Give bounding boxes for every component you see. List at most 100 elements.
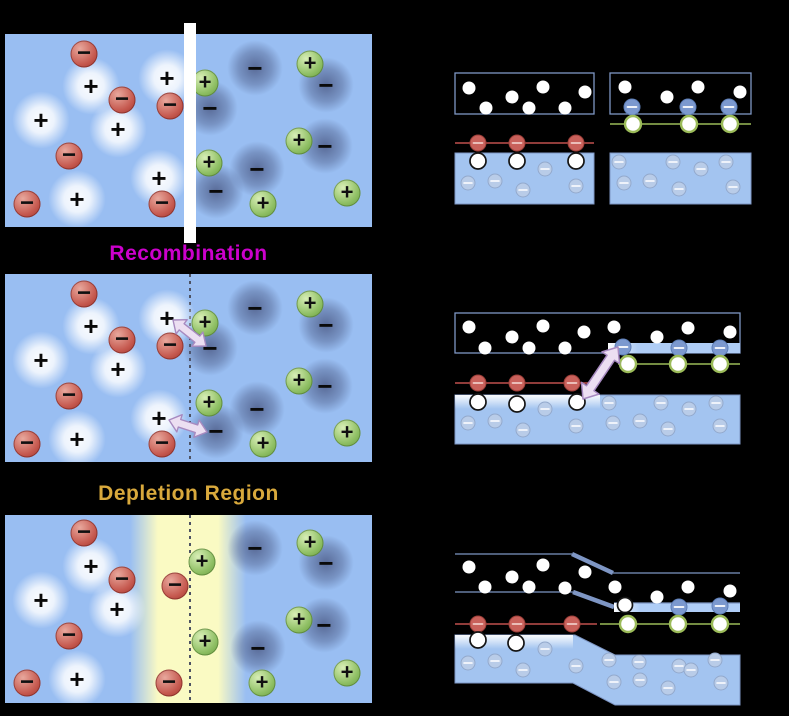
donor-ion: + bbox=[195, 389, 223, 417]
donor-ion-dot bbox=[710, 614, 730, 634]
hole-particle-glyph: + bbox=[159, 63, 175, 93]
donor-ion-glyph: + bbox=[292, 367, 306, 393]
donor-ion-glyph: + bbox=[202, 149, 216, 175]
acceptor-ion-glyph: − bbox=[154, 189, 169, 216]
conduction-electron bbox=[623, 98, 641, 116]
band-diagram-depletion bbox=[454, 551, 741, 706]
donor-ion-glyph: + bbox=[303, 290, 317, 316]
hole-particle-glyph: + bbox=[69, 184, 85, 214]
valence-electron bbox=[683, 662, 699, 678]
hole-particle-glyph: + bbox=[109, 594, 125, 624]
valence-electron bbox=[537, 401, 553, 417]
band-diagram-recombination bbox=[454, 312, 741, 445]
acceptor-ion: − bbox=[13, 669, 41, 697]
donor-ion-glyph: + bbox=[340, 659, 354, 685]
hole-particle: + bbox=[12, 571, 70, 629]
recombination-arrow bbox=[172, 319, 207, 348]
donor-ion-dot bbox=[618, 614, 638, 634]
conduction-band-dot bbox=[558, 341, 572, 355]
acceptor-ion-dot bbox=[563, 374, 581, 392]
acceptor-ion-dot bbox=[508, 374, 526, 392]
electron-particle-glyph: − bbox=[318, 70, 334, 100]
valence-electron bbox=[671, 181, 687, 197]
valence-electron bbox=[515, 662, 531, 678]
depletion-region-title: Depletion Region bbox=[98, 482, 279, 505]
conduction-band-dot bbox=[733, 85, 747, 99]
acceptor-ion: − bbox=[108, 566, 136, 594]
valence-electron bbox=[707, 652, 723, 668]
conduction-band-dot bbox=[522, 580, 536, 594]
hole-particle: + bbox=[12, 91, 70, 149]
acceptor-ion-dot bbox=[563, 615, 581, 633]
conduction-band-dot bbox=[681, 321, 695, 335]
acceptor-ion: − bbox=[70, 40, 98, 68]
acceptor-ion-glyph: − bbox=[61, 621, 76, 648]
donor-ion: + bbox=[296, 290, 324, 318]
electron-particle-glyph: − bbox=[247, 293, 263, 323]
donor-ion-dot bbox=[623, 114, 643, 134]
donor-ion: + bbox=[188, 548, 216, 576]
conduction-electron bbox=[670, 598, 688, 616]
acceptor-ion: − bbox=[13, 430, 41, 458]
conduction-band-dot bbox=[505, 90, 519, 104]
hole-dot bbox=[469, 631, 487, 649]
electron-particle-glyph: − bbox=[317, 131, 333, 161]
acceptor-ion: − bbox=[156, 332, 184, 360]
hole-dot bbox=[508, 395, 526, 413]
hole-particle: + bbox=[48, 170, 106, 227]
acceptor-ion-glyph: − bbox=[114, 85, 129, 112]
recombination-arrow bbox=[168, 413, 208, 439]
conduction-band-dot bbox=[650, 330, 664, 344]
acceptor-ion: − bbox=[55, 621, 83, 650]
valence-electron bbox=[713, 675, 729, 691]
valence-electron bbox=[460, 175, 476, 191]
hole-particle-glyph: + bbox=[110, 354, 126, 384]
acceptor-ion: − bbox=[155, 668, 183, 697]
donor-ion: + bbox=[333, 419, 361, 447]
acceptor-ion-glyph: − bbox=[76, 518, 91, 545]
valence-electron bbox=[515, 422, 531, 438]
conduction-band-dot bbox=[536, 558, 550, 572]
donor-ion-glyph: + bbox=[255, 669, 269, 695]
hole-dot bbox=[469, 393, 487, 411]
conduction-band-dot bbox=[536, 80, 550, 94]
donor-ion: + bbox=[249, 430, 277, 458]
donor-ion: + bbox=[249, 190, 277, 218]
hole-particle-glyph: + bbox=[33, 585, 49, 615]
conduction-band-dot bbox=[607, 320, 621, 334]
donor-ion: + bbox=[333, 179, 361, 207]
valence-electron bbox=[568, 658, 584, 674]
acceptor-ion-dot bbox=[469, 374, 487, 392]
valence-electron bbox=[515, 182, 531, 198]
conduction-band-dot bbox=[462, 560, 476, 574]
valence-electron bbox=[725, 179, 741, 195]
valence-electron bbox=[681, 401, 697, 417]
acceptor-ion: − bbox=[70, 518, 98, 547]
donor-ion: + bbox=[191, 309, 219, 337]
electron-particle-glyph: − bbox=[249, 394, 265, 424]
valence-electron bbox=[601, 652, 617, 668]
particle-panel-recombination: ++++++−−−−−−−−−−−−++++++ bbox=[5, 274, 372, 462]
valence-electron bbox=[632, 413, 648, 429]
valence-electron bbox=[487, 413, 503, 429]
valence-electron bbox=[568, 418, 584, 434]
hole-particle: + bbox=[48, 650, 106, 703]
hole-particle-glyph: + bbox=[33, 105, 49, 135]
donor-ion-glyph: + bbox=[256, 190, 270, 216]
cb-region bbox=[454, 312, 741, 354]
donor-ion: + bbox=[285, 606, 313, 634]
conduction-band-dot bbox=[479, 101, 493, 115]
acceptor-ion-glyph: − bbox=[161, 668, 176, 695]
hole-dot bbox=[508, 152, 526, 170]
hole-particle-glyph: + bbox=[151, 403, 167, 433]
valence-electron bbox=[460, 655, 476, 671]
electron-particle: − bbox=[227, 40, 283, 96]
acceptor-ion-dot bbox=[508, 134, 526, 152]
donor-ion: + bbox=[285, 367, 313, 395]
electron-particle-glyph: − bbox=[250, 633, 266, 663]
acceptor-ion: − bbox=[108, 326, 136, 354]
recombination-arrows-layer bbox=[168, 319, 208, 439]
hole-particle-glyph: + bbox=[69, 664, 85, 694]
conduction-band-dot bbox=[522, 341, 536, 355]
conduction-band-dot bbox=[478, 580, 492, 594]
